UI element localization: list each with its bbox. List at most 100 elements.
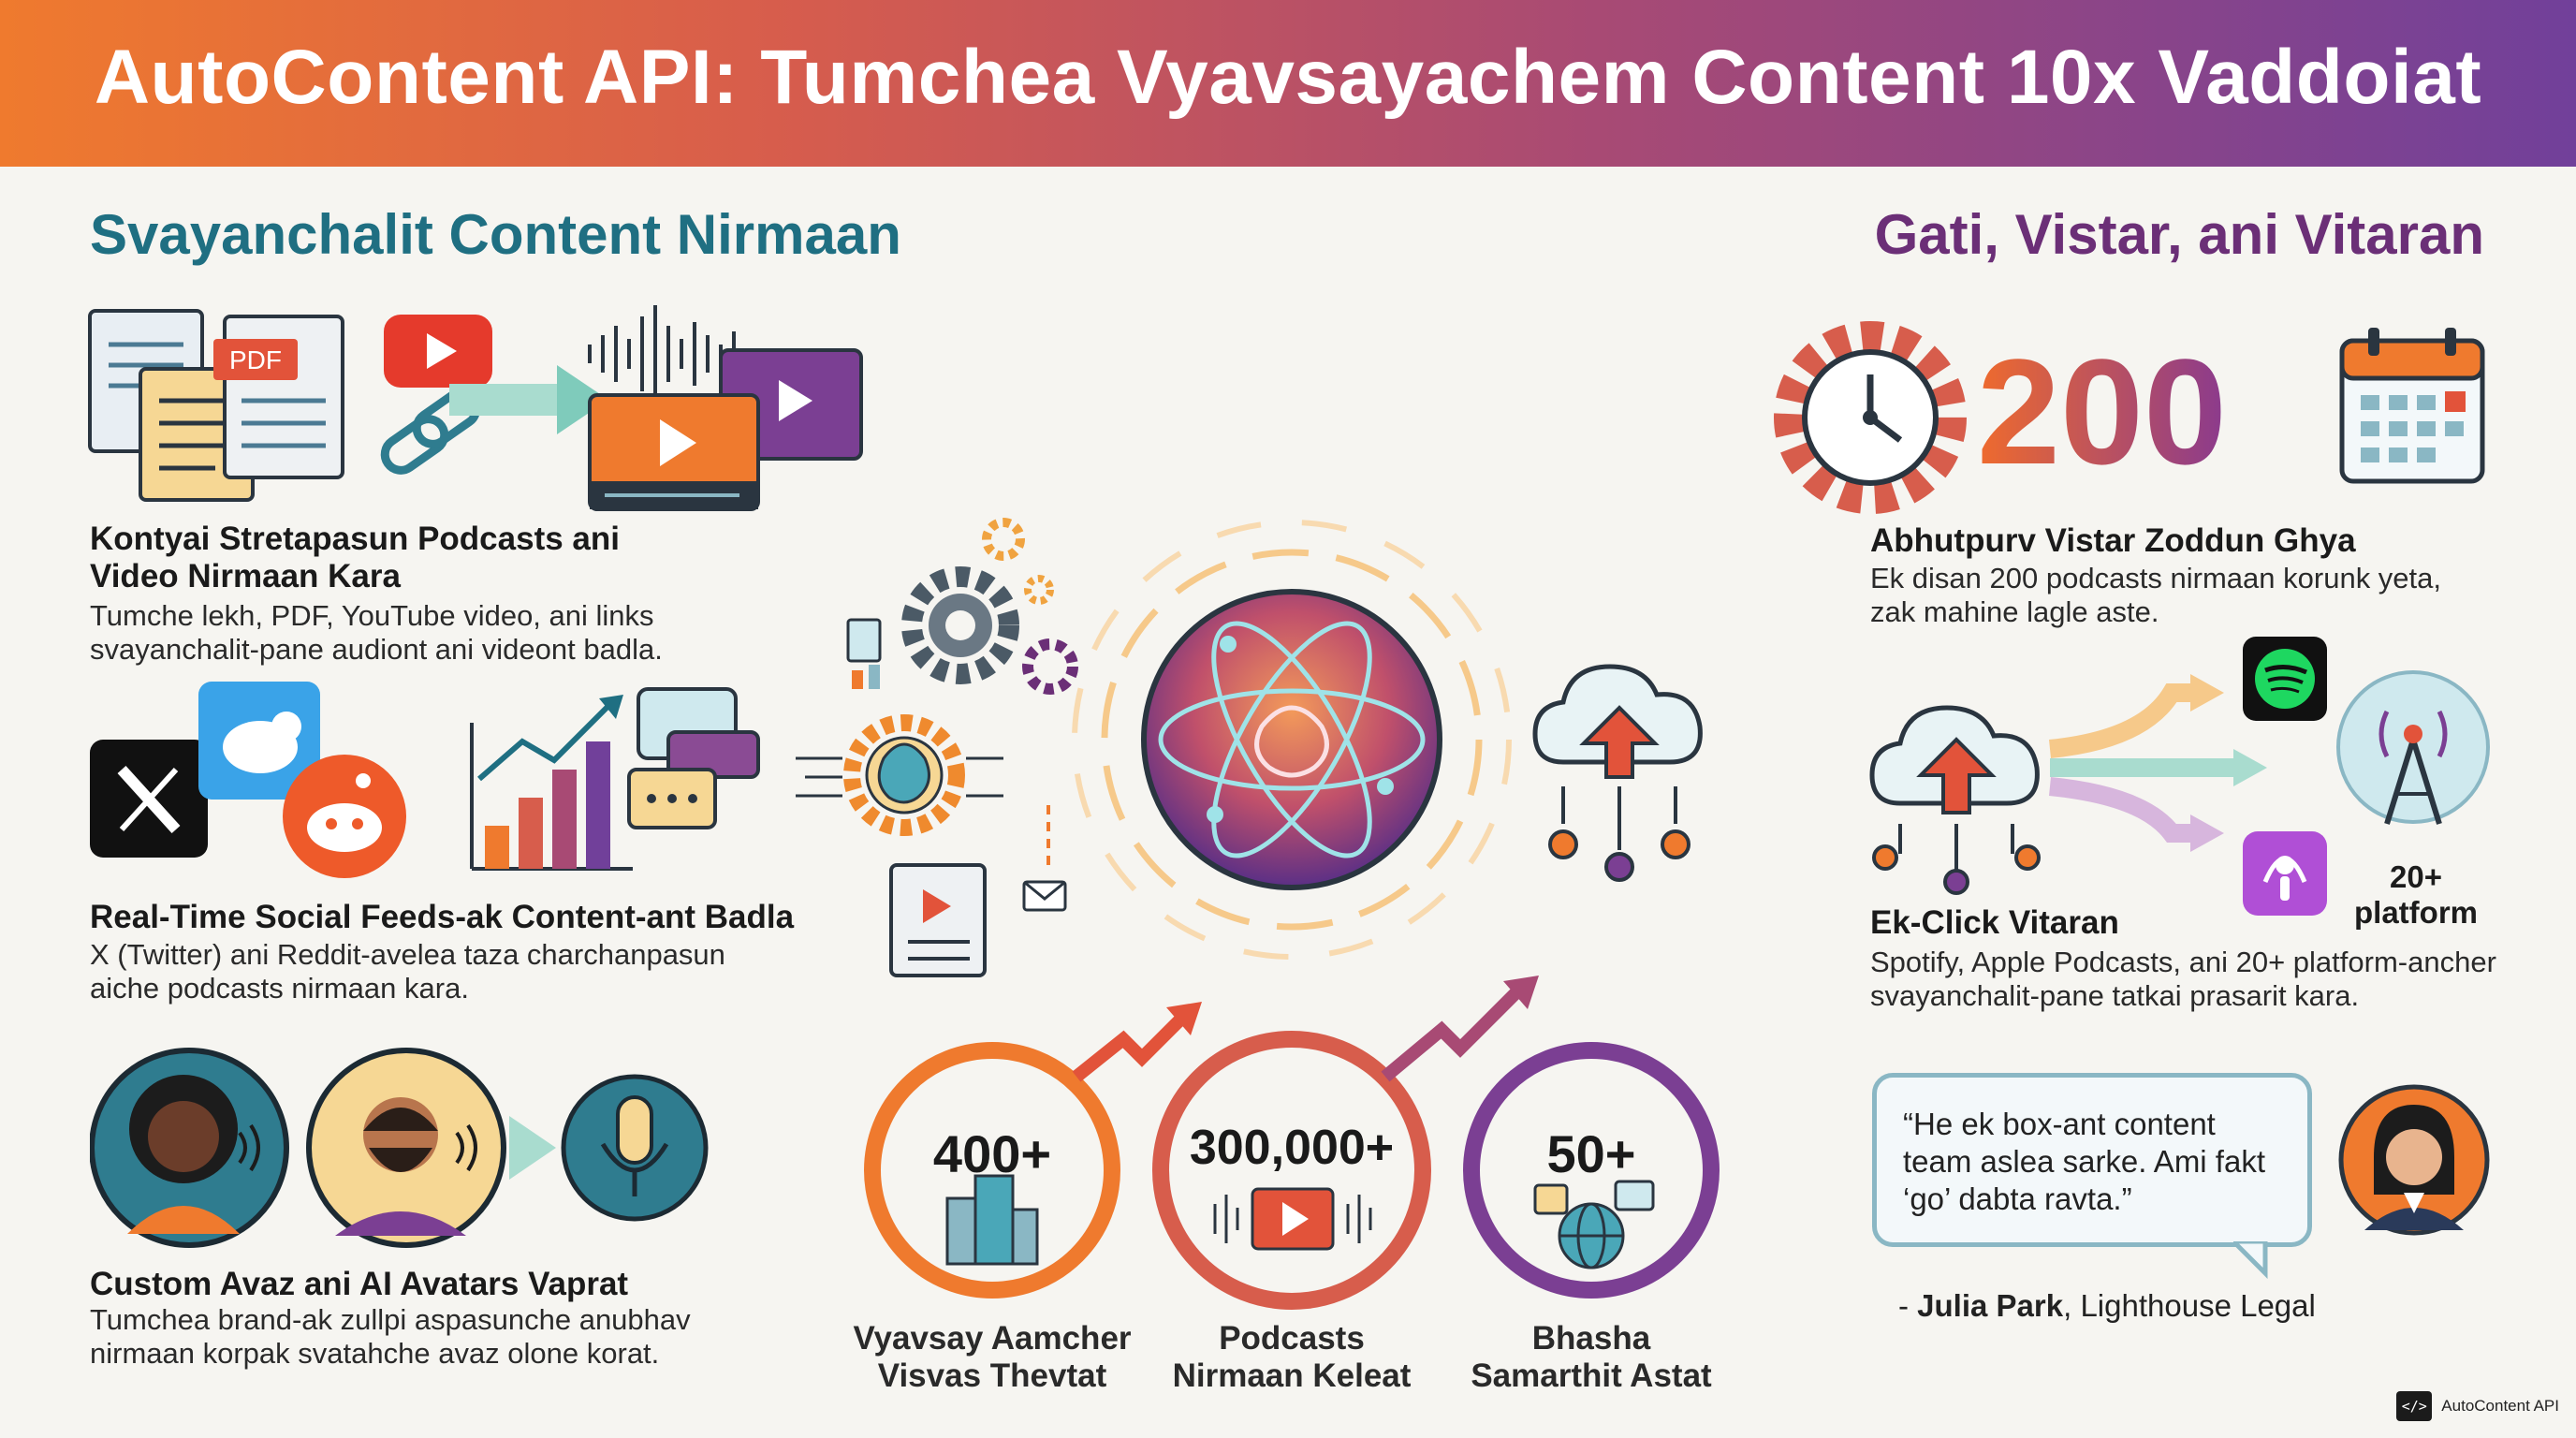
pdf-label: PDF xyxy=(229,345,282,374)
feature-title-sources: Kontyai Stretapasun Podcasts ani Video N… xyxy=(90,521,620,595)
apple-podcasts-icon xyxy=(2243,831,2327,916)
attribution-name: Julia Park xyxy=(1917,1288,2064,1323)
code-logo-icon: </> xyxy=(2396,1391,2433,1421)
stat-ring-businesses xyxy=(864,1042,1120,1299)
feature-desc-line: svayanchalit-pane audiont ani videont ba… xyxy=(90,633,663,666)
stat-ring-languages xyxy=(1463,1042,1720,1299)
attribution-company: , Lighthouse Legal xyxy=(2063,1288,2316,1323)
feature-desc-line: zak mahine lagle aste. xyxy=(1870,595,2159,628)
clock-gear-icon xyxy=(1774,321,1967,514)
stat-label-line: Samarthit Astat xyxy=(1471,1357,1712,1394)
section-heading-speed: Gati, Vistar, ani Vitaran xyxy=(1874,203,2484,266)
content-sources-icon-group: PDF xyxy=(88,305,863,511)
spotify-icon xyxy=(2243,637,2327,721)
arrow-right-icon xyxy=(449,365,608,434)
feature-title-line: Kontyai Stretapasun Podcasts ani xyxy=(90,521,620,557)
x-twitter-icon xyxy=(90,740,208,858)
feature-title-scale: Abhutpurv Vistar Zoddun Ghya xyxy=(1870,522,2356,559)
testimonial-attribution: - Julia Park, Lighthouse Legal xyxy=(1898,1288,2316,1324)
youtube-icon xyxy=(384,315,492,388)
page-title: AutoContent API: Tumchea Vyavsayachem Co… xyxy=(94,35,2482,120)
feature-desc-avatars: Tumchea brand-ak zullpi aspasunche anubh… xyxy=(90,1303,691,1371)
brand-watermark: </> AutoContent API xyxy=(2396,1391,2559,1421)
arrow-right-icon xyxy=(509,1116,556,1180)
section-heading-automation: Svayanchalit Content Nirmaan xyxy=(90,203,901,266)
calendar-icon xyxy=(2339,328,2485,484)
microphone-icon xyxy=(561,1074,709,1222)
document-stack-icon xyxy=(846,618,882,689)
feature-desc-line: Tumche lekh, PDF, YouTube video, ani lin… xyxy=(90,599,654,632)
language-globe-icon xyxy=(1533,1180,1655,1269)
feature-title-line: Video Nirmaan Kara xyxy=(90,558,401,594)
feature-desc-line: svayanchalit-pane tatkai prasarit kara. xyxy=(1870,979,2360,1012)
testimonial-quote: “He ek box-ant content team aslea sarke.… xyxy=(1872,1073,2312,1247)
feature-desc-social: X (Twitter) ani Reddit-avelea taza charc… xyxy=(90,938,725,1005)
avatar-julia-icon xyxy=(2338,1084,2490,1236)
avatar-woman-icon xyxy=(90,1048,289,1248)
video-document-icon xyxy=(889,863,987,977)
reddit-icon xyxy=(283,755,406,878)
platform-label: platform xyxy=(2354,895,2478,930)
stat-value-languages: 50+ xyxy=(1546,1124,1636,1183)
stat-label-line: Nirmaan Keleat xyxy=(1172,1357,1412,1394)
avatar-icon-group xyxy=(90,1048,709,1248)
energy-waves xyxy=(1072,520,1512,960)
platform-count-badge: 20+ platform xyxy=(2336,859,2496,931)
feature-desc-line: X (Twitter) ani Reddit-avelea taza charc… xyxy=(90,938,725,971)
big-number-200: 200 xyxy=(1977,326,2227,498)
stat-label-languages: Bhasha Samarthit Astat xyxy=(1423,1320,1760,1395)
stat-label-businesses: Vyavsay Aamcher Visvas Thevtat xyxy=(824,1320,1161,1395)
ai-brain-globe-icon xyxy=(1141,589,1442,890)
distribution-icon-group xyxy=(1869,637,2490,916)
stat-label-line: Podcasts xyxy=(1219,1320,1365,1357)
feature-desc-line: Ek disan 200 podcasts nirmaan korunk yet… xyxy=(1870,562,2442,594)
avatar-man-icon xyxy=(306,1048,506,1248)
growth-chart-icon xyxy=(470,695,633,871)
feature-desc-scale: Ek disan 200 podcasts nirmaan korunk yet… xyxy=(1870,562,2441,629)
stats-rings xyxy=(864,976,1720,1310)
email-icon xyxy=(1022,805,1067,912)
attribution-dash: - xyxy=(1898,1288,1918,1323)
feature-desc-distribution: Spotify, Apple Podcasts, ani 20+ platfor… xyxy=(1870,946,2496,1013)
brain-gear-icon xyxy=(796,714,1003,836)
stat-label-podcasts: Podcasts Nirmaan Keleat xyxy=(1123,1320,1460,1395)
growth-arrow-icon xyxy=(1072,1002,1202,1082)
stat-value-businesses: 400+ xyxy=(932,1124,1052,1183)
cloud-upload-icon xyxy=(1869,705,2041,895)
pdf-icon: PDF xyxy=(213,315,344,479)
feature-desc-line: Spotify, Apple Podcasts, ani 20+ platfor… xyxy=(1870,946,2496,978)
small-gear-icon xyxy=(982,518,1078,695)
quote-line: team aslea sarke. Ami fakt xyxy=(1903,1144,2265,1179)
feature-desc-sources: Tumche lekh, PDF, YouTube video, ani lin… xyxy=(90,599,663,667)
platform-count: 20+ xyxy=(2390,859,2442,894)
stat-value-podcasts: 300,000+ xyxy=(1189,1121,1395,1175)
stat-label-line: Visvas Thevtat xyxy=(877,1357,1107,1394)
feature-desc-line: nirmaan korpak svatahche avaz olone kora… xyxy=(90,1337,660,1370)
distribution-arrows xyxy=(2049,674,2267,852)
feature-title-distribution: Ek-Click Vitaran xyxy=(1870,904,2119,941)
podcast-video-icon xyxy=(1213,1187,1372,1251)
cloud-upload-icon xyxy=(1532,664,1703,882)
soundwave-icon xyxy=(588,305,736,401)
feature-desc-line: aiche podcasts nirmaan kara. xyxy=(90,972,469,1005)
stat-ring-podcasts xyxy=(1152,1031,1431,1310)
feature-desc-line: Tumchea brand-ak zullpi aspasunche anubh… xyxy=(90,1303,691,1336)
quote-line: “He ek box-ant content xyxy=(1903,1107,2216,1141)
social-icon-group xyxy=(90,682,760,878)
buildings-icon xyxy=(945,1174,1039,1266)
title-banner xyxy=(0,0,2576,167)
stat-label-line: Bhasha xyxy=(1531,1320,1651,1357)
growth-arrow-icon xyxy=(1381,976,1539,1082)
video-player-icon xyxy=(588,348,863,511)
ai-engine-illustration xyxy=(796,518,1703,977)
chat-bubbles-icon xyxy=(627,687,760,829)
feature-title-avatars: Custom Avaz ani AI Avatars Vaprat xyxy=(90,1266,629,1302)
feature-title-social: Real-Time Social Feeds-ak Content-ant Ba… xyxy=(90,899,795,935)
gear-icon xyxy=(901,566,1019,684)
brand-name: AutoContent API xyxy=(2441,1397,2559,1415)
quote-line: ‘go’ dabta ravta.” xyxy=(1903,1181,2132,1216)
quote-tail xyxy=(2233,1241,2268,1279)
twitter-bird-icon xyxy=(198,682,320,800)
broadcast-tower-icon xyxy=(2336,670,2490,825)
stat-label-line: Vyavsay Aamcher xyxy=(853,1320,1132,1357)
